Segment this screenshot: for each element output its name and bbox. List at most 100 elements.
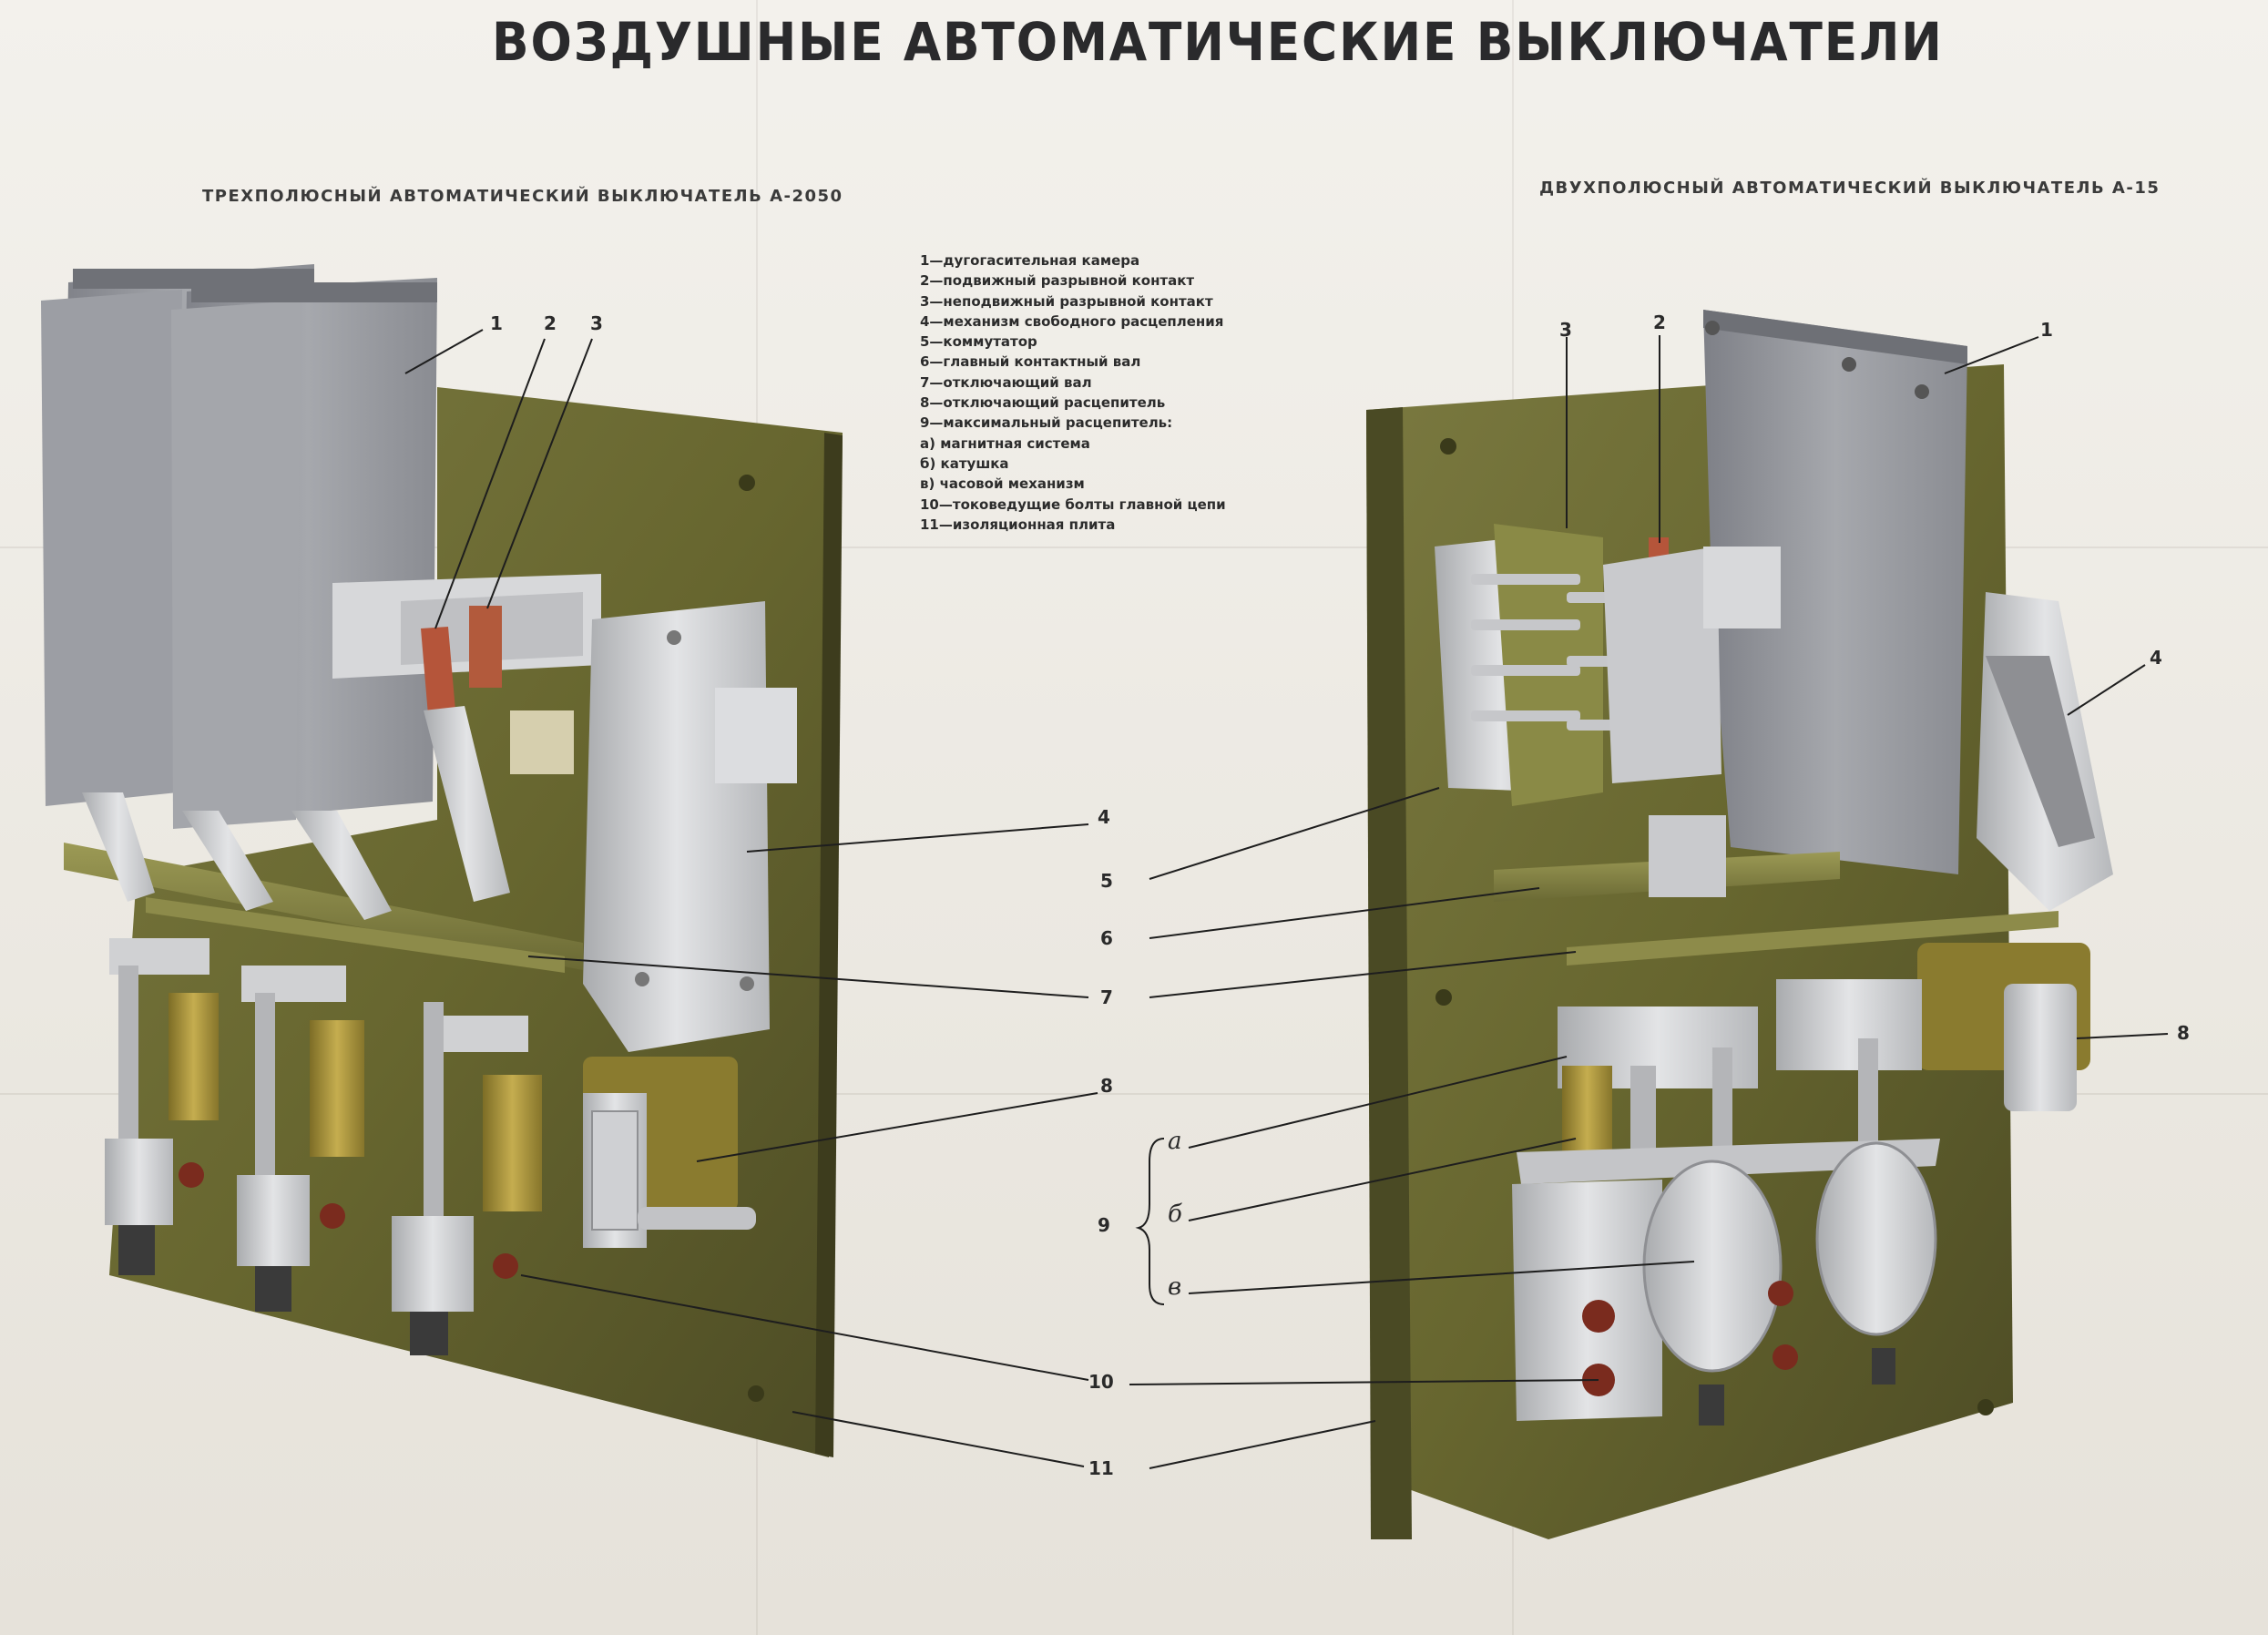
leader-line: [1188, 1056, 1568, 1149]
callout-9a: а: [1168, 1128, 1182, 1155]
right-trip-lever: [1986, 656, 2095, 847]
callout-6: 6: [1100, 927, 1113, 949]
callout-right-1: 1: [2040, 319, 2053, 341]
right-clockwork-2: [1815, 1141, 1937, 1336]
right-overcurrent-release: [1512, 979, 1940, 1426]
legend-item: 9—максимальный расцепитель:: [920, 414, 1173, 432]
left-release-pole-1: [105, 938, 219, 1275]
leader-line: [1149, 951, 1577, 998]
leader-line: [404, 329, 484, 374]
leader-line: [434, 338, 546, 629]
left-plate-hole: [739, 475, 755, 491]
right-shunt-release: [1917, 943, 2090, 1111]
callout-7: 7: [1100, 986, 1113, 1008]
left-plate-hole: [748, 1385, 764, 1402]
legend-item: а) магнитная система: [920, 434, 1090, 452]
callout-left-1: 1: [490, 312, 503, 334]
leader-line: [2067, 664, 2146, 716]
callout-10: 10: [1088, 1371, 1114, 1393]
left-main-contact-shaft: [64, 843, 583, 970]
left-plate-edge: [815, 433, 843, 1457]
right-clockwork-1: [1642, 1160, 1783, 1373]
leader-line: [746, 823, 1089, 853]
right-arc-chamber: [1703, 310, 1967, 874]
right-plate-edge: [1366, 407, 1412, 1539]
legend-item: б) катушка: [920, 455, 1009, 472]
left-shunt-release: [583, 1057, 756, 1248]
left-trip-bolt: [667, 630, 681, 645]
callout-4: 4: [1098, 806, 1110, 828]
callout-9b: б: [1168, 1201, 1182, 1228]
callout-left-3: 3: [590, 312, 603, 334]
left-release-pole-3: [392, 1002, 542, 1355]
right-trip-shaft: [1567, 911, 2059, 966]
legend-item: 2—подвижный разрывной контакт: [920, 272, 1195, 290]
callout-9: 9: [1098, 1214, 1110, 1236]
legend-item: 6—главный контактный вал: [920, 353, 1141, 371]
callout-11: 11: [1088, 1457, 1114, 1479]
left-arc-chamber-top: [191, 282, 437, 302]
fold-line: [0, 547, 2268, 548]
leader-line: [696, 1092, 1098, 1162]
left-arc-chamber-front: [171, 301, 301, 829]
fold-line: [0, 1093, 2268, 1095]
leader-line: [527, 955, 1089, 998]
leader-line: [486, 338, 593, 609]
left-trip-bolt: [635, 972, 649, 986]
callout-right-4: 4: [2150, 647, 2162, 669]
leader-line: [520, 1274, 1089, 1381]
right-device-subtitle: ДВУХПОЛЮСНЫЙ АВТОМАТИЧЕСКИЙ ВЫКЛЮЧАТЕЛЬ …: [1539, 179, 2161, 198]
left-trip-bolt: [740, 976, 754, 991]
leader-line: [792, 1411, 1085, 1467]
left-trip-mechanism-block: [715, 688, 797, 783]
right-plate-hole: [1440, 438, 1456, 455]
left-contact-lever: [424, 706, 510, 902]
left-pole-arm: [291, 811, 392, 920]
legend: 1—дугогасительная камера 2—подвижный раз…: [920, 250, 1312, 535]
left-trip-shaft: [146, 897, 565, 973]
leader-line: [1149, 787, 1440, 880]
left-breaker-a2050: [41, 264, 843, 1457]
right-plate-hole: [1977, 1399, 1994, 1415]
callout-left-2: 2: [544, 312, 557, 334]
callout-8: 8: [1100, 1075, 1113, 1097]
left-moving-contact: [421, 627, 455, 715]
left-device-subtitle: ТРЕХПОЛЮСНЫЙ АВТОМАТИЧЕСКИЙ ВЫКЛЮЧАТЕЛЬ …: [202, 187, 843, 206]
right-arc-plate: [1703, 547, 1781, 628]
leader-line: [1129, 1379, 1599, 1385]
legend-item: 3—неподвижный разрывной контакт: [920, 292, 1213, 310]
right-contact-bracket: [1603, 547, 1721, 783]
right-release-base: [1512, 1180, 1662, 1421]
right-plate-hole: [1435, 989, 1452, 1006]
legend-item: в) часовой механизм: [920, 475, 1085, 493]
leader-line: [1149, 1420, 1376, 1469]
leader-line: [1188, 1261, 1695, 1294]
right-arc-chamber-top: [1703, 310, 1967, 364]
callout-right-2: 2: [1653, 312, 1666, 333]
legend-item: 8—отключающий расцепитель: [920, 394, 1166, 412]
legend-item: 4—механизм свободного расцепления: [920, 312, 1224, 330]
left-arc-chamber-front: [41, 290, 182, 806]
callout-leader-lines: [404, 329, 2169, 1469]
legend-item: 5—коммутатор: [920, 333, 1037, 351]
left-lever-bracket: [510, 710, 574, 774]
left-fixed-contact: [469, 606, 502, 688]
callout-9v: в: [1168, 1273, 1182, 1301]
leader-line: [2076, 1033, 2169, 1039]
left-pole-arm: [82, 792, 155, 902]
callout-right-8: 8: [2177, 1022, 2190, 1044]
left-pole-arm: [182, 811, 273, 911]
callout-right-3: 3: [1559, 319, 1572, 341]
legend-item: 1—дугогасительная камера: [920, 252, 1140, 269]
leader-line: [1944, 336, 2039, 374]
right-breaker-a15: [1366, 310, 2113, 1539]
leader-line: [1188, 1138, 1577, 1221]
left-release-pole-2: [237, 966, 364, 1312]
brace-9: [1135, 1138, 1165, 1305]
legend-item: 11—изоляционная плита: [920, 516, 1116, 533]
callout-5: 5: [1100, 870, 1113, 892]
right-shaft-block: [1649, 815, 1726, 897]
leader-line: [1149, 887, 1540, 939]
legend-item: 10—токоведущие болты главной цепи: [920, 496, 1226, 513]
